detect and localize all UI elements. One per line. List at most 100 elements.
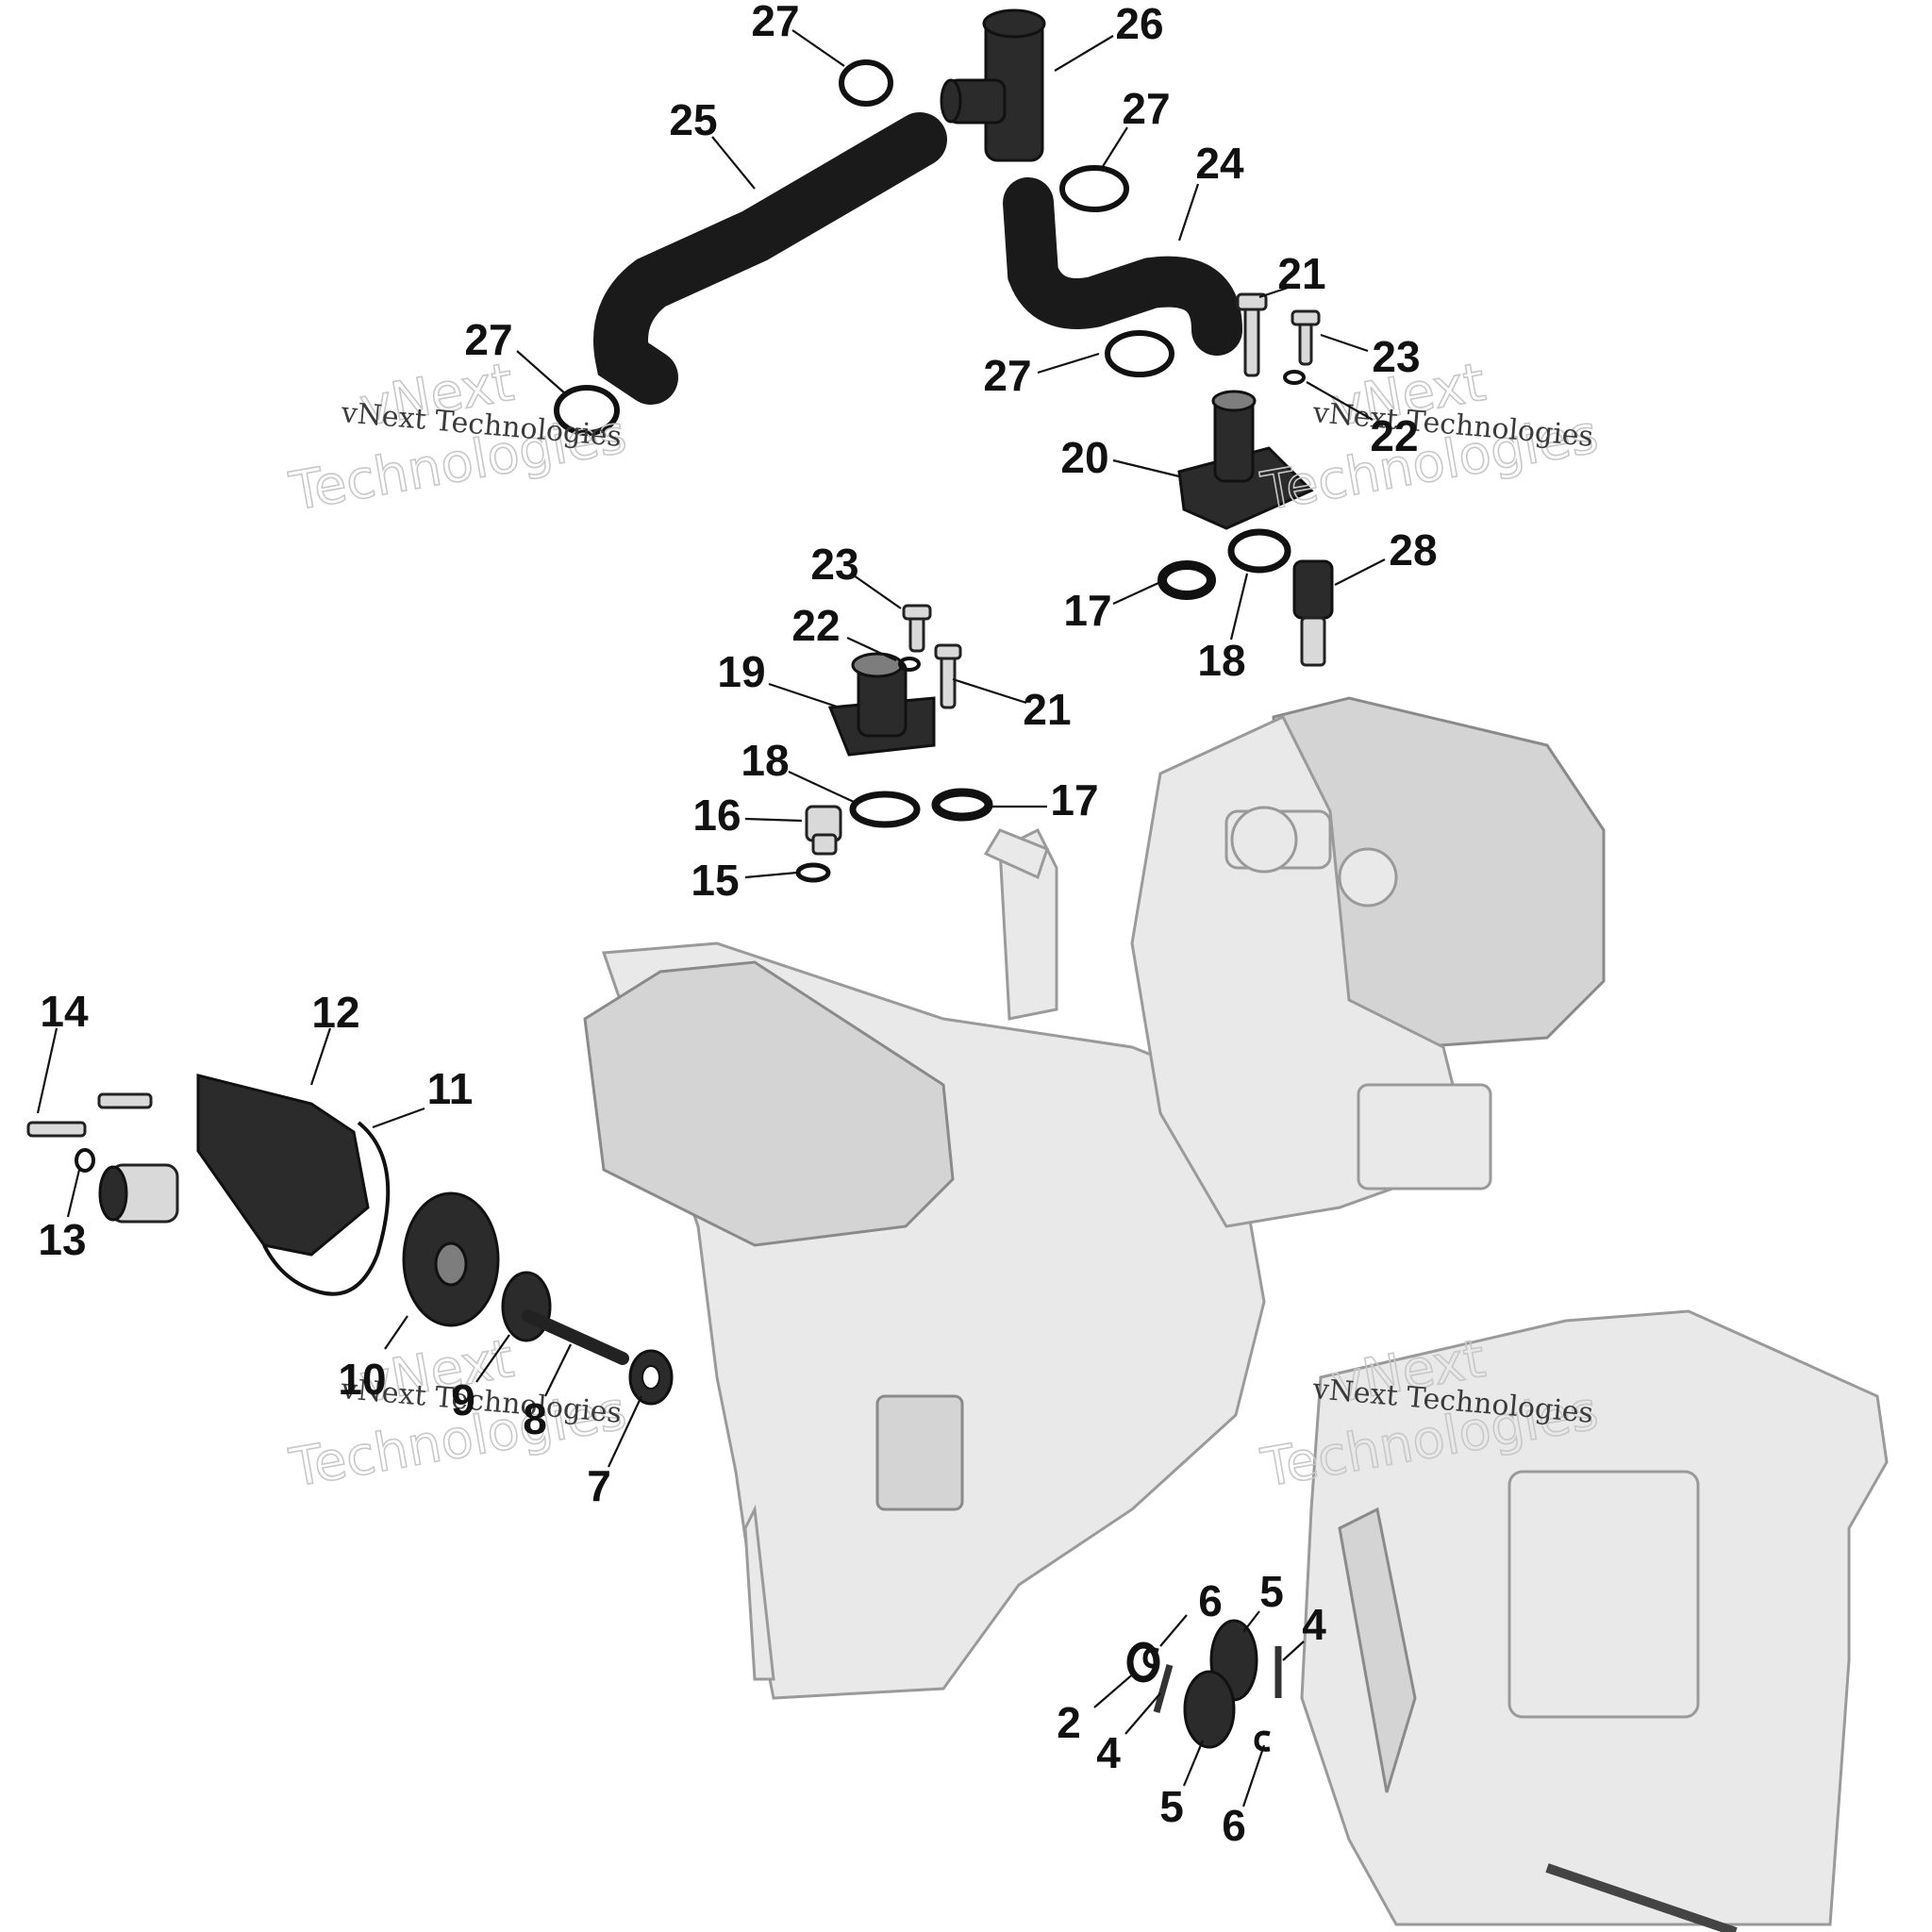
leader-line bbox=[1101, 126, 1128, 169]
leader-line bbox=[608, 1395, 642, 1468]
leader-line bbox=[1229, 573, 1249, 641]
clamp-27-c bbox=[1105, 330, 1174, 377]
housing-20 bbox=[1177, 390, 1314, 530]
gasket-17-upper bbox=[1158, 560, 1216, 600]
leader-line bbox=[544, 1343, 572, 1397]
shaft-9-8 bbox=[501, 1271, 629, 1365]
leader-line bbox=[788, 771, 855, 803]
callout-label: 8 bbox=[523, 1394, 547, 1443]
callout-label: 16 bbox=[692, 791, 741, 840]
callout-label: 22 bbox=[791, 601, 840, 650]
leader-line bbox=[309, 1027, 332, 1086]
leader-line bbox=[1124, 1692, 1161, 1735]
callout-label: 14 bbox=[40, 987, 89, 1036]
callout-label: 15 bbox=[691, 856, 739, 905]
o-ring-18-upper bbox=[1227, 528, 1291, 574]
leader-line bbox=[1037, 352, 1100, 375]
leader-line bbox=[1159, 1614, 1188, 1647]
callout-label: 10 bbox=[338, 1355, 386, 1404]
leader-line bbox=[1054, 35, 1114, 72]
callout-label: 4 bbox=[1302, 1600, 1326, 1649]
leader-line bbox=[384, 1315, 408, 1350]
washer-22-lower bbox=[898, 657, 921, 672]
callout-label: 12 bbox=[311, 988, 359, 1037]
bolt-23-upper bbox=[1291, 309, 1321, 366]
callout-label: 13 bbox=[38, 1215, 86, 1264]
callout-label: 23 bbox=[810, 540, 858, 589]
callout-label: 26 bbox=[1115, 0, 1163, 48]
clamp-27-d bbox=[554, 385, 620, 436]
leader-line bbox=[516, 350, 567, 395]
callout-label: 5 bbox=[1259, 1567, 1284, 1616]
leader-line bbox=[768, 682, 841, 709]
clamp-27-b bbox=[1059, 165, 1129, 212]
leader-line bbox=[744, 871, 798, 879]
plug-16 bbox=[805, 805, 842, 856]
callout-label: 24 bbox=[1195, 139, 1244, 188]
leader-line bbox=[1258, 286, 1289, 299]
callout-label: 27 bbox=[983, 351, 1031, 400]
leader-line bbox=[1112, 582, 1159, 605]
callout-label: 23 bbox=[1372, 332, 1420, 381]
callout-label: 17 bbox=[1050, 775, 1098, 824]
tee-fitting-26 bbox=[940, 8, 1046, 162]
callout-label: 18 bbox=[741, 736, 789, 785]
leader-line bbox=[791, 29, 845, 67]
washer-15 bbox=[795, 862, 831, 883]
hose-24 bbox=[1003, 177, 1242, 356]
callout-label: 4 bbox=[1096, 1728, 1121, 1777]
leader-line bbox=[66, 1169, 81, 1218]
leader-lines bbox=[36, 29, 1386, 1807]
callout-label: 11 bbox=[427, 1064, 474, 1113]
leader-line bbox=[1282, 1641, 1305, 1661]
bolt-23-lower bbox=[902, 604, 932, 653]
callout-label: 25 bbox=[669, 95, 717, 144]
washer-22-upper bbox=[1283, 370, 1306, 385]
gasket-17-lower bbox=[931, 788, 993, 822]
callout-label: 21 bbox=[1277, 249, 1325, 298]
bolt-21-upper bbox=[1236, 292, 1268, 377]
callout-label: 22 bbox=[1370, 411, 1418, 460]
leader-line bbox=[1241, 1744, 1266, 1807]
washer-13 bbox=[75, 1148, 95, 1173]
sensor-28 bbox=[1292, 559, 1334, 667]
callout-label: 27 bbox=[464, 315, 512, 364]
leader-line bbox=[1320, 333, 1369, 353]
leader-line bbox=[711, 136, 756, 190]
callout-label: 18 bbox=[1197, 636, 1245, 685]
bolt-14-b bbox=[97, 1092, 153, 1109]
leader-line bbox=[1177, 183, 1200, 242]
leader-line bbox=[1334, 558, 1386, 586]
gasket-11 bbox=[262, 1121, 391, 1296]
leader-line bbox=[846, 637, 897, 661]
washer-2 bbox=[1126, 1641, 1160, 1683]
seal-7 bbox=[628, 1349, 674, 1406]
callout-label: 21 bbox=[1023, 685, 1071, 734]
bolt-21-lower bbox=[934, 643, 962, 709]
leader-line bbox=[36, 1027, 58, 1114]
clamp-27-a bbox=[839, 59, 893, 107]
leader-line bbox=[952, 677, 1027, 705]
callout-label: 20 bbox=[1060, 433, 1108, 482]
leader-line bbox=[1112, 458, 1180, 478]
leader-line bbox=[1093, 1671, 1137, 1708]
gear-5-lower bbox=[1183, 1670, 1236, 1749]
callout-label: 2 bbox=[1057, 1698, 1081, 1747]
impeller-10 bbox=[402, 1191, 500, 1327]
callout-label: 17 bbox=[1063, 586, 1111, 635]
leader-line bbox=[1242, 1610, 1260, 1633]
callout-label: 27 bbox=[751, 0, 799, 45]
leader-line bbox=[1306, 381, 1374, 421]
callout-label: 6 bbox=[1222, 1801, 1246, 1850]
leader-line bbox=[853, 575, 902, 609]
o-ring-18-lower bbox=[849, 791, 921, 828]
bolt-14-a bbox=[26, 1121, 87, 1138]
pin-4-left bbox=[1153, 1664, 1174, 1713]
callout-label: 6 bbox=[1198, 1576, 1223, 1625]
leader-line bbox=[744, 817, 803, 823]
engine-block-ghost bbox=[583, 696, 1889, 1932]
fitting-19 bbox=[827, 652, 936, 757]
pump-cover-12 bbox=[98, 1074, 370, 1257]
